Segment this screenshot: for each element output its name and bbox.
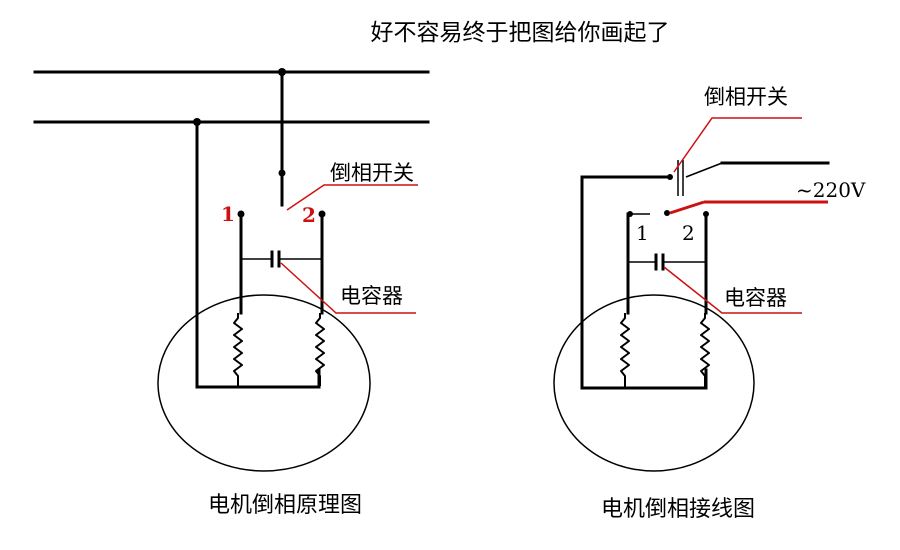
switch-label: 倒相开关 bbox=[330, 161, 414, 185]
left-caption: 电机倒相原理图 bbox=[208, 493, 362, 518]
voltage-label: ~220V bbox=[796, 178, 866, 202]
coil-winding-2 bbox=[700, 313, 710, 387]
common-wire bbox=[580, 175, 672, 390]
terminal-1-label: 1 bbox=[221, 202, 235, 226]
capacitor-leader-line bbox=[663, 266, 802, 314]
switch-label: 倒相开关 bbox=[704, 85, 788, 109]
coil-winding-1 bbox=[620, 313, 630, 387]
common-wire-bottom bbox=[580, 368, 708, 390]
motor-housing bbox=[553, 294, 755, 472]
left-diagram: 1 2 倒相开关 电容器 电机倒相原理图 bbox=[33, 68, 430, 518]
switch-contact-dot bbox=[664, 210, 670, 216]
switch-leader-line bbox=[673, 117, 802, 173]
terminal-2-label: 2 bbox=[302, 203, 316, 227]
motor-housing bbox=[157, 294, 371, 472]
right-caption: 电机倒相接线图 bbox=[601, 497, 755, 522]
capacitor-leader-line bbox=[280, 262, 416, 314]
capacitor-label: 电容器 bbox=[340, 284, 403, 308]
common-wire bbox=[195, 120, 321, 389]
switch-blade-bottom bbox=[669, 200, 705, 215]
switch-blade-top bbox=[685, 162, 723, 178]
capacitor-label: 电容器 bbox=[724, 286, 787, 310]
right-diagram: 1 2 倒相开关 ~220V 电容器 电机倒相接线图 bbox=[553, 85, 866, 522]
terminal-2-label: 2 bbox=[682, 221, 695, 245]
page-title: 好不容易终于把图给你画起了 bbox=[371, 20, 670, 46]
coil-winding-2 bbox=[315, 313, 325, 386]
terminal-1-label: 1 bbox=[636, 221, 649, 245]
switch-contact-dot bbox=[667, 174, 673, 180]
coil-winding-1 bbox=[233, 313, 243, 386]
switch-leader-line bbox=[286, 184, 418, 211]
